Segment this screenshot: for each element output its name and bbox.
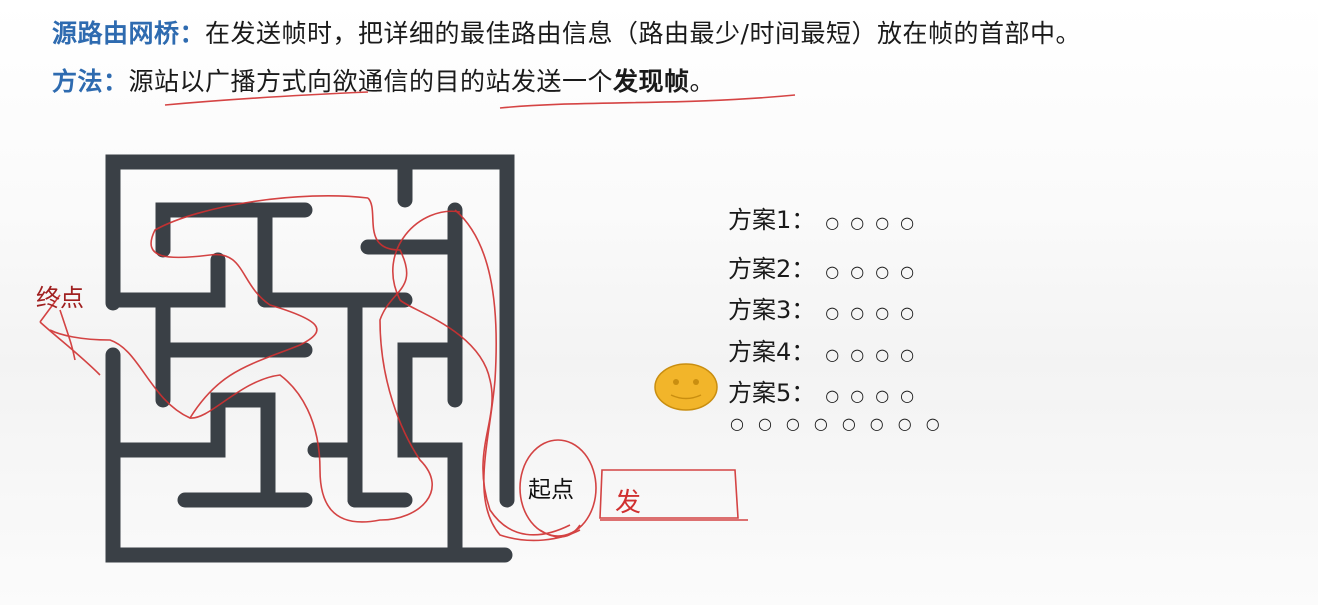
scheme-item: 方案1： ○○○○ xyxy=(728,200,925,235)
scheme-item: 方案4： ○○○○ xyxy=(728,332,925,367)
method-line: 方法：源站以广播方式向欲通信的目的站发送一个发现帧。 xyxy=(52,62,715,98)
scheme-dots: ○○○○ xyxy=(825,345,926,364)
end-point-label: 终点 xyxy=(36,284,84,312)
scheme-dots: ○○○○ xyxy=(825,303,926,322)
scheme-item: 方案2： ○○○○ xyxy=(728,249,925,284)
more-schemes-ellipsis: ○○○○○○○○ xyxy=(730,414,954,433)
discovery-frame-term: 发现帧 xyxy=(613,67,690,96)
method-text: 源站以广播方式向欲通信的目的站发送一个 xyxy=(128,67,614,96)
scheme-label: 方案1： xyxy=(728,206,816,234)
scheme-item: 方案3： ○○○○ xyxy=(728,290,925,325)
send-annotation: 发 xyxy=(615,488,642,518)
term-label: 源路由网桥： xyxy=(52,19,206,48)
scheme-item: 方案5： ○○○○ xyxy=(728,373,925,408)
start-point-label: 起点 xyxy=(528,477,574,503)
scheme-dots: ○○○○ xyxy=(825,262,926,281)
scheme-dots: ○○○○ xyxy=(825,213,926,232)
scheme-label: 方案3： xyxy=(728,296,816,324)
definition-text: 在发送帧时，把详细的最佳路由信息（路由最少/时间最短）放在帧的首部中。 xyxy=(205,19,1081,48)
definition-line: 源路由网桥：在发送帧时，把详细的最佳路由信息（路由最少/时间最短）放在帧的首部中… xyxy=(52,14,1081,50)
scheme-label: 方案5： xyxy=(728,379,816,407)
smiley-face-icon xyxy=(654,363,718,411)
method-label: 方法： xyxy=(52,67,129,96)
scheme-label: 方案4： xyxy=(728,338,816,366)
scheme-dots: ○○○○ xyxy=(825,386,926,405)
method-period: 。 xyxy=(689,67,716,96)
scheme-label: 方案2： xyxy=(728,255,816,283)
